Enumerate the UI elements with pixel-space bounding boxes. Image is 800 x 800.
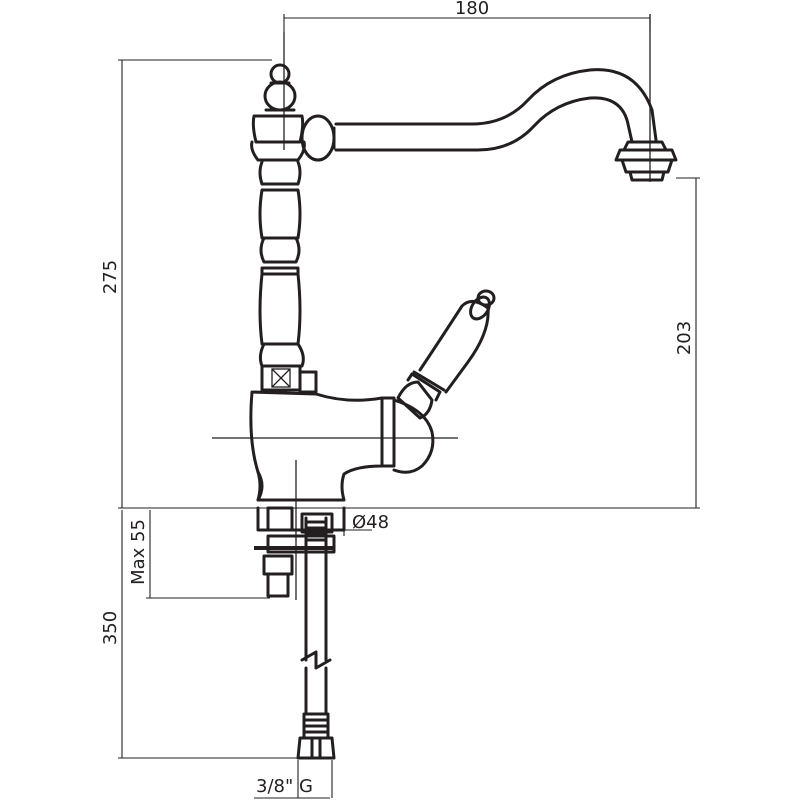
flexible-hose xyxy=(296,516,336,760)
faucet-outline xyxy=(212,14,678,760)
dim-label-total-height: 275 xyxy=(100,260,121,294)
dim-label-max-thickness: Max 55 xyxy=(128,519,149,585)
spout xyxy=(334,68,678,182)
valve-body xyxy=(249,390,435,502)
square-nut xyxy=(260,364,318,394)
lever-handle xyxy=(396,289,496,420)
dim-label-spout-reach: 180 xyxy=(455,0,489,19)
center-lines xyxy=(212,14,651,600)
dimension-lines xyxy=(118,14,700,799)
base-and-shank xyxy=(254,506,346,598)
dim-label-base-diameter: Ø48 xyxy=(352,512,389,533)
dim-label-connection: 3/8" G xyxy=(256,776,313,797)
column xyxy=(258,160,305,368)
dim-label-spout-height: 203 xyxy=(674,321,695,355)
spout-joint xyxy=(250,114,336,162)
top-finial xyxy=(263,63,297,112)
dim-label-hose-length: 350 xyxy=(100,611,121,645)
